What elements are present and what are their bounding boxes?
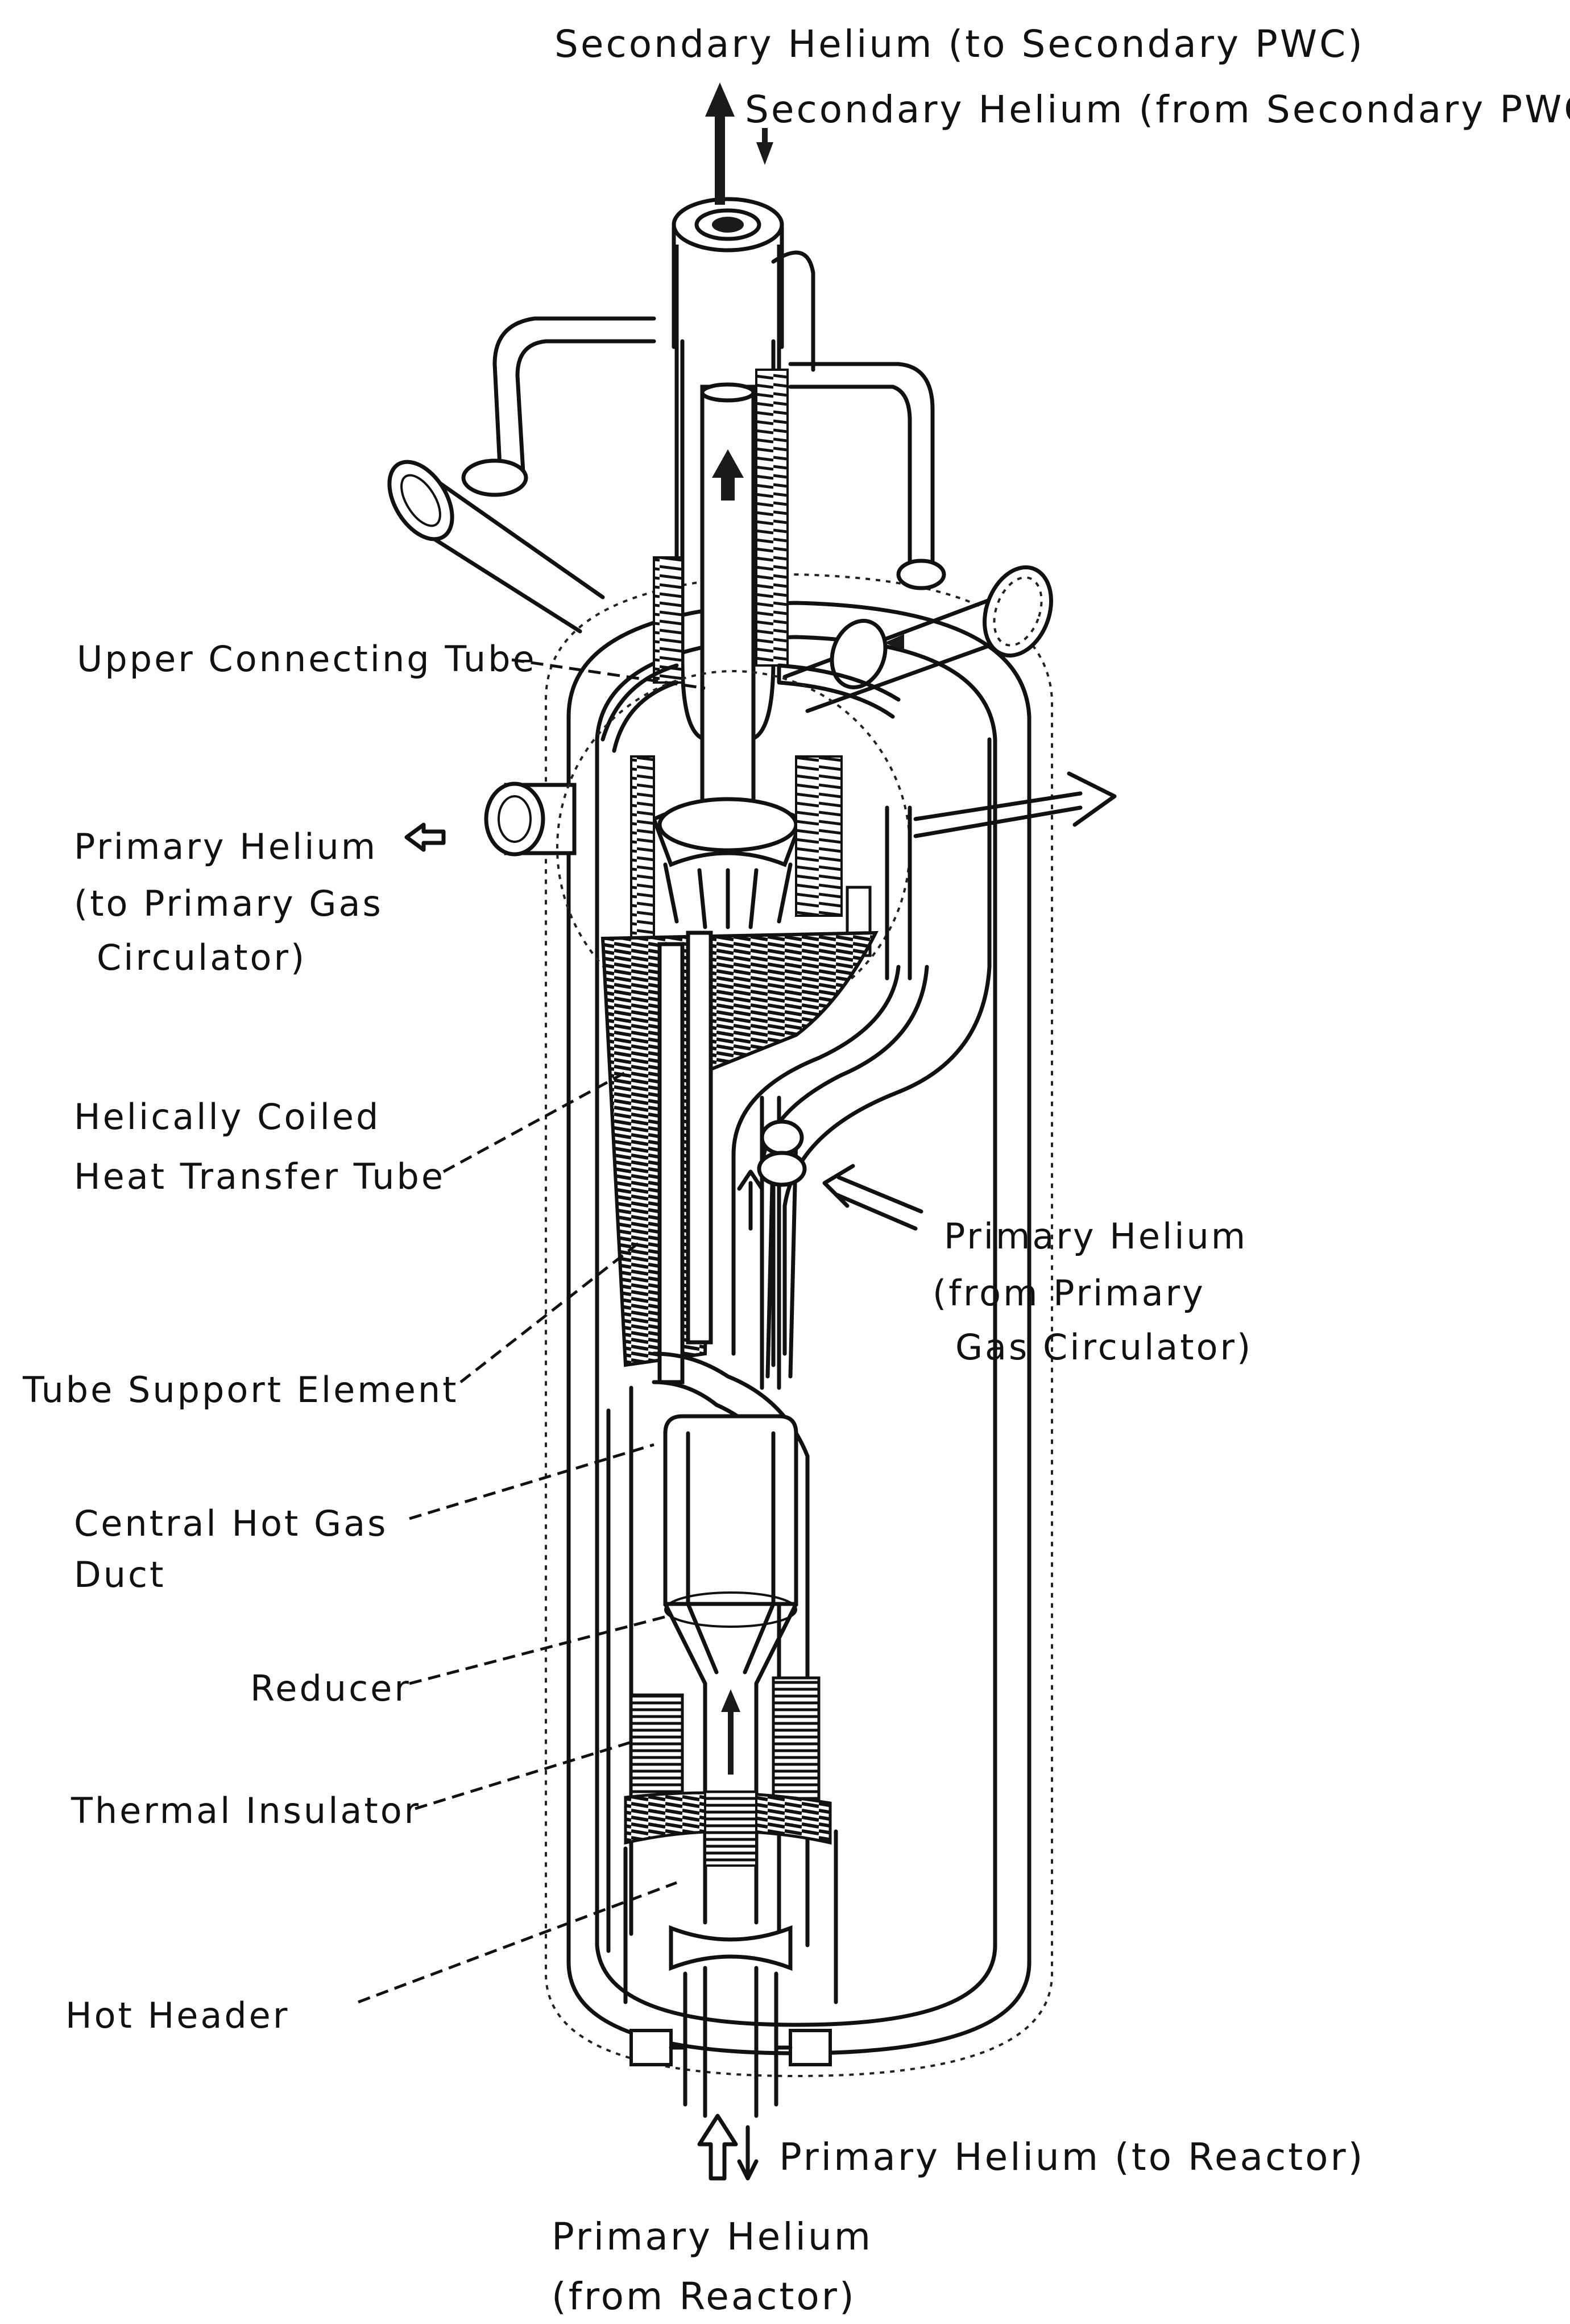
secondary-headers — [387, 250, 1053, 753]
primary-inlet-arrow — [822, 1164, 923, 1231]
secondary-nozzle — [653, 197, 789, 827]
labels: Secondary Helium (to Secondary PWC) Seco… — [22, 22, 1570, 2318]
label-reducer: Reducer — [250, 1668, 411, 1709]
label-primary-helium-to-circ-1: Primary Helium — [74, 826, 378, 867]
leader-lines — [358, 658, 706, 2004]
label-thermal-insulator: Thermal Insulator — [71, 1790, 421, 1831]
right-outlet-arrow — [913, 771, 1117, 838]
label-primary-helium-to-reactor: Primary Helium (to Reactor) — [779, 2135, 1365, 2179]
helical-coil-bundle — [600, 737, 992, 1390]
label-helically-coiled-1: Helically Coiled — [74, 1096, 380, 1138]
label-upper-connecting-tube: Upper Connecting Tube — [77, 638, 537, 680]
label-secondary-helium-from: Secondary Helium (from Secondary PWC) — [745, 88, 1570, 131]
label-primary-helium-from-circ-1: Primary Helium — [944, 1215, 1248, 1257]
secondary-flow-arrows — [705, 82, 773, 205]
label-primary-helium-to-circ-2: (to Primary Gas — [74, 883, 383, 924]
primary-outlet-nozzle — [484, 781, 577, 857]
label-central-hot-gas-duct-1: Central Hot Gas — [74, 1503, 388, 1544]
label-hot-header: Hot Header — [65, 1995, 289, 2036]
label-primary-helium-to-circ-3: Circulator) — [97, 937, 306, 978]
label-helically-coiled-2: Heat Transfer Tube — [74, 1156, 445, 1197]
label-primary-helium-from-reactor-2: (from Reactor) — [552, 2275, 856, 2318]
label-primary-helium-from-reactor-1: Primary Helium — [552, 2215, 873, 2259]
primary-outlet-arrow — [404, 822, 446, 852]
label-secondary-helium-to: Secondary Helium (to Secondary PWC) — [554, 22, 1365, 66]
label-primary-helium-from-circ-2: (from Primary — [933, 1272, 1206, 1314]
label-primary-helium-from-circ-3: Gas Circulator) — [955, 1326, 1253, 1368]
label-central-hot-gas-duct-2: Duct — [74, 1554, 165, 1595]
lower-section — [606, 1351, 838, 2181]
label-tube-support-element: Tube Support Element — [22, 1369, 458, 1411]
detail-circle — [556, 670, 912, 1025]
